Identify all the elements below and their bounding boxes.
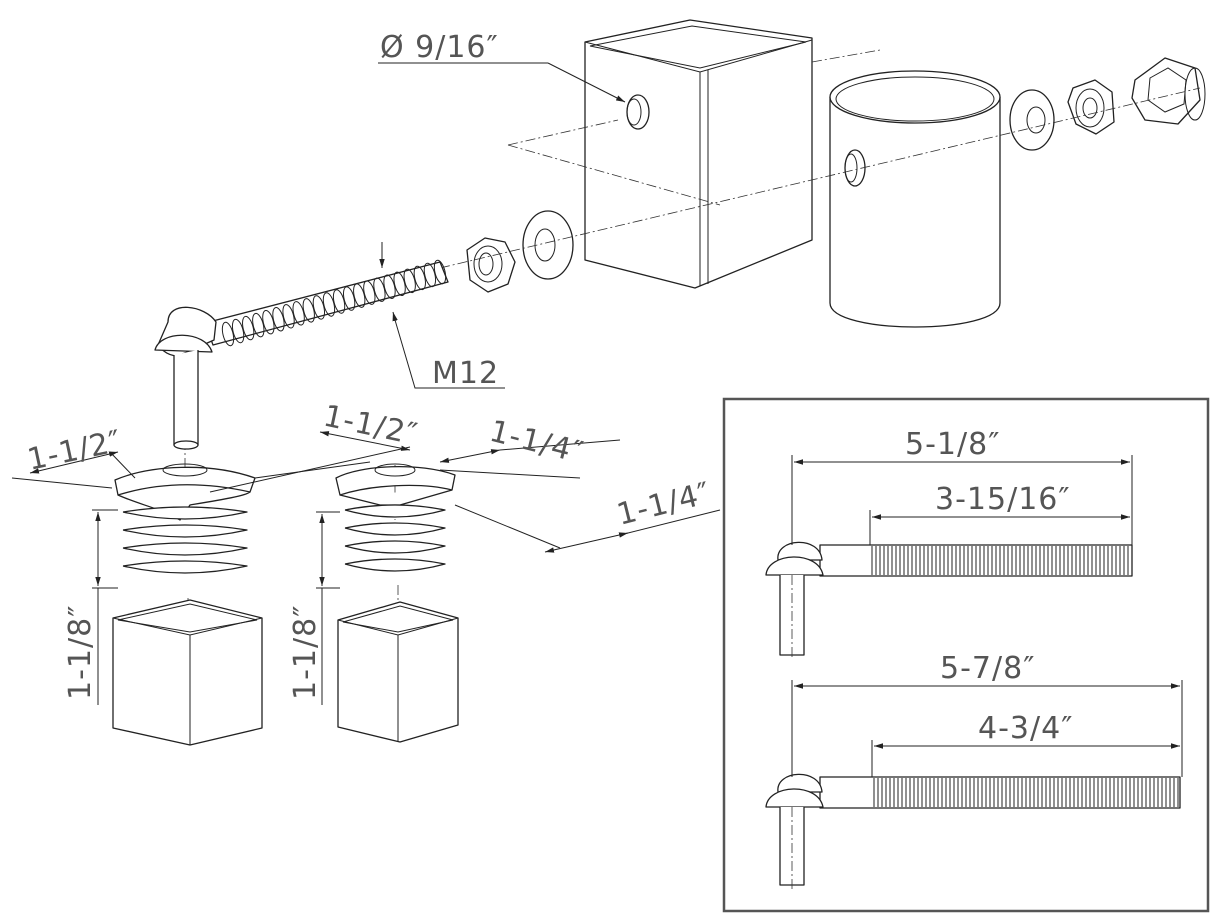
round-tube — [829, 70, 1001, 328]
square-tube-small — [337, 601, 459, 743]
long-bolt-thread-label: 4-3/4″ — [978, 711, 1073, 746]
cap-large-width-b-label: 1-1/2″ — [320, 399, 421, 453]
bolt-exploded — [154, 259, 449, 450]
hole-diameter-label: Ø 9/16″ — [380, 30, 499, 65]
thread-size-label: M12 — [432, 356, 499, 391]
cap-large-width-a-label: 1-1/2″ — [24, 424, 125, 478]
washer-top — [1009, 89, 1055, 151]
square-tube-large — [112, 599, 263, 746]
long-bolt — [765, 680, 1183, 890]
cap-small-width-a-label: 1-1/4″ — [486, 414, 587, 471]
short-bolt — [765, 455, 1133, 660]
bolt-sizes-inset: 5-1/8″ 3-15/16″ 5-7/8″ 4-3/4″ — [722, 397, 1210, 913]
square-tube — [584, 19, 813, 289]
hex-nut-top — [1067, 79, 1115, 135]
short-bolt-overall-label: 5-1/8″ — [905, 427, 1000, 462]
height-large-label: 1-1/8″ — [63, 605, 98, 700]
hex-nut-bolt — [466, 237, 516, 293]
end-cap-large — [114, 463, 256, 574]
dimension-lines — [11, 62, 721, 705]
washer-bolt — [522, 210, 574, 280]
cap-nut-top — [1131, 57, 1206, 125]
short-bolt-thread-label: 3-15/16″ — [935, 482, 1071, 517]
height-small-label: 1-1/8″ — [288, 605, 323, 700]
long-bolt-overall-label: 5-7/8″ — [940, 651, 1035, 686]
end-cap-small — [335, 463, 456, 572]
